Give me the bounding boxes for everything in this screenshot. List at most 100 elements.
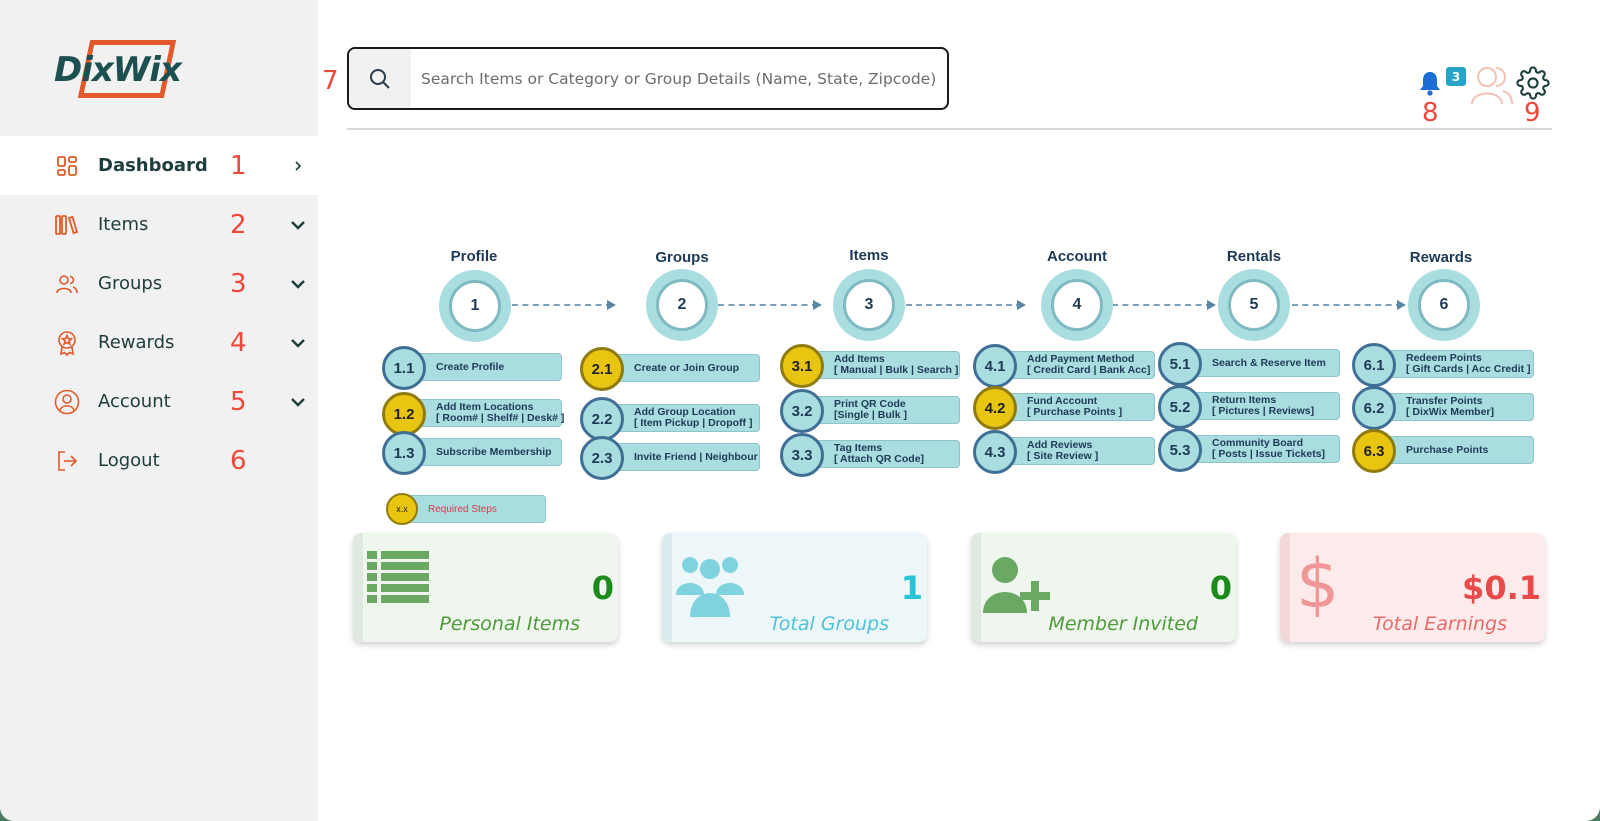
notification-badge: 3: [1446, 67, 1466, 86]
stage-title: Rewards: [1409, 249, 1473, 266]
annotation-number: 8: [1422, 98, 1439, 128]
sidebar-item-account[interactable]: Account 5: [0, 372, 318, 431]
substep[interactable]: 6.3 Purchase Points: [1352, 429, 1534, 473]
substep-number: 6.1: [1352, 343, 1396, 387]
card-stripe: [1280, 533, 1290, 642]
search-icon: [370, 68, 390, 89]
substep[interactable]: 5.2 Return Items[ Pictures | Reviews]: [1158, 385, 1340, 429]
stage-ring[interactable]: 3: [833, 269, 905, 341]
search-bar[interactable]: [347, 47, 949, 110]
substep-number: 3.1: [780, 344, 824, 388]
card-total-earnings[interactable]: $ $0.1 Total Earnings: [1280, 533, 1545, 642]
card-value: $0.1: [1462, 569, 1541, 607]
user-plus-icon: [983, 557, 1055, 617]
sidebar-item-groups[interactable]: Groups 3: [0, 254, 318, 313]
substep[interactable]: 2.1 Create or Join Group: [580, 347, 760, 391]
substep-number: 5.3: [1158, 428, 1202, 472]
substep[interactable]: 3.2 Print QR Code[Single | Bulk ]: [780, 389, 960, 433]
sidebar-item-rewards[interactable]: Rewards 4: [0, 313, 318, 372]
substep[interactable]: 4.3 Add Reviews[ Site Review ]: [973, 430, 1155, 474]
substep-label: Create or Join Group: [634, 361, 740, 374]
brand-name: DixWix: [54, 50, 182, 90]
sidebar-item-label: Groups: [98, 273, 163, 294]
annotation-number: 7: [322, 66, 339, 96]
gear-icon[interactable]: [1516, 66, 1550, 104]
svg-text:$: $: [1296, 547, 1338, 619]
substep-number: 3.3: [780, 433, 824, 477]
substep-label: Redeem Points[ Gift Cards | Acc Credit ]: [1406, 352, 1531, 375]
card-value: 0: [1209, 569, 1232, 607]
annotation-number: 4: [230, 327, 247, 358]
card-stripe: [353, 533, 363, 642]
substep-number: 2.2: [580, 397, 624, 441]
stage-title: Rentals: [1226, 248, 1282, 265]
stage-number: 5: [1228, 279, 1280, 331]
substep[interactable]: 1.1 Create Profile: [382, 346, 562, 390]
substep-label: Add Group Location[ Item Pickup | Dropof…: [634, 406, 753, 429]
sidebar-item-label: Rewards: [98, 332, 175, 353]
substep[interactable]: 1.2 Add Item Locations[ Room# | Shelf# |…: [382, 392, 564, 436]
users-icon[interactable]: [1470, 64, 1514, 110]
card-label: Member Invited: [1048, 613, 1198, 635]
substep-number: 4.3: [973, 430, 1017, 474]
substep[interactable]: 2.3 Invite Friend | Neighbour: [580, 436, 760, 480]
card-total-groups[interactable]: 1 Total Groups: [662, 533, 927, 642]
dollar-icon: $: [1294, 545, 1339, 624]
card-member-invited[interactable]: 0 Member Invited: [971, 533, 1236, 642]
stage-title: Profile: [450, 248, 498, 265]
substep-number: 4.1: [973, 344, 1017, 388]
search-input[interactable]: [421, 49, 941, 108]
onboarding-steps: Profile 1 Groups 2 Items 3 Account 4 Ren…: [370, 240, 1550, 530]
sidebar-item-label: Account: [98, 391, 171, 412]
substep[interactable]: 6.1 Redeem Points[ Gift Cards | Acc Cred…: [1352, 343, 1534, 387]
substep[interactable]: 1.3 Subscribe Membership: [382, 431, 562, 475]
stage-ring[interactable]: 6: [1408, 269, 1480, 341]
step-arrow: [1292, 300, 1406, 310]
substep-label: Search & Reserve Item: [1212, 356, 1326, 369]
substep[interactable]: 6.2 Transfer Points[ DixWix Member]: [1352, 386, 1534, 430]
substep-number: 5.2: [1158, 385, 1202, 429]
header-divider: [347, 128, 1552, 130]
stage-ring[interactable]: 5: [1218, 269, 1290, 341]
annotation-number: 9: [1524, 98, 1541, 128]
substep-label: Purchase Points: [1406, 443, 1489, 456]
substep-label: Print QR Code[Single | Bulk ]: [834, 398, 907, 421]
substep[interactable]: 3.1 Add Items[ Manual | Bulk | Search ]: [780, 344, 960, 388]
substep[interactable]: 5.3 Community Board[ Posts | Issue Ticke…: [1158, 428, 1340, 472]
substep-label: Add Reviews[ Site Review ]: [1027, 439, 1099, 462]
chevron-down-icon[interactable]: [288, 274, 308, 294]
substep-number: 1.3: [382, 431, 426, 475]
substep-number: 3.2: [780, 389, 824, 433]
award-icon: [54, 330, 80, 356]
stage-ring[interactable]: 2: [646, 269, 718, 341]
sidebar-item-items[interactable]: Items 2: [0, 195, 318, 254]
annotation-number: 5: [230, 386, 247, 417]
stage-number: 4: [1051, 279, 1103, 331]
stage-ring[interactable]: 4: [1041, 269, 1113, 341]
chevron-down-icon[interactable]: [288, 215, 308, 235]
step-arrow: [1112, 300, 1216, 310]
substep[interactable]: 3.3 Tag Items[ Attach QR Code]: [780, 433, 960, 477]
chevron-down-icon[interactable]: [288, 392, 308, 412]
substep-number: 5.1: [1158, 342, 1202, 386]
chevron-down-icon[interactable]: [288, 333, 308, 353]
substep[interactable]: 4.2 Fund Account[ Purchase Points ]: [973, 386, 1155, 430]
step-arrow: [512, 300, 616, 310]
substep[interactable]: 4.1 Add Payment Method[ Credit Card | Ba…: [973, 344, 1155, 388]
sidebar-item-label: Items: [98, 214, 149, 235]
sidebar-item-dashboard[interactable]: Dashboard 1: [0, 136, 318, 195]
sidebar-item-logout[interactable]: Logout 6: [0, 431, 318, 490]
brand-logo[interactable]: DixWix: [54, 38, 194, 102]
search-button[interactable]: [349, 49, 411, 108]
substep[interactable]: 2.2 Add Group Location[ Item Pickup | Dr…: [580, 397, 760, 441]
substep-number: 4.2: [973, 386, 1017, 430]
bell-icon[interactable]: [1418, 70, 1442, 100]
substep[interactable]: 5.1 Search & Reserve Item: [1158, 342, 1340, 386]
card-personal-items[interactable]: 0 Personal Items: [353, 533, 618, 642]
stage-title: Groups: [655, 249, 709, 266]
stage-ring[interactable]: 1: [439, 270, 511, 342]
sidebar-nav: Dashboard 1 Items 2 Gr: [0, 136, 318, 490]
substep-number: 1.2: [382, 392, 426, 436]
substep-label: Add Payment Method[ Credit Card | Bank A…: [1027, 353, 1151, 376]
